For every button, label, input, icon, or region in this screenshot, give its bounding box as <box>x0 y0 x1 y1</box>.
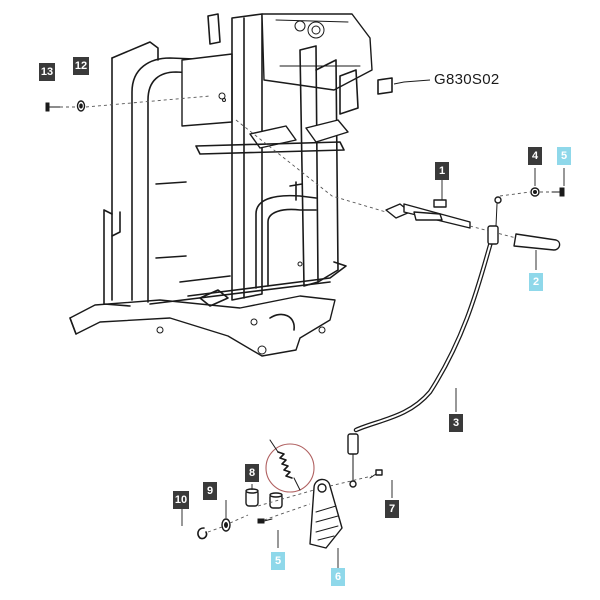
callout-5-bottom: 5 <box>271 552 285 570</box>
screw-5-top <box>551 187 565 197</box>
callout-10: 10 <box>173 491 189 509</box>
callout-5-top: 5 <box>557 147 571 165</box>
shift-lever-1 <box>385 199 471 229</box>
clip-10 <box>197 527 208 540</box>
pin-7 <box>369 469 383 479</box>
callout-7: 7 <box>385 500 399 518</box>
model-code-label: G830S02 <box>434 71 500 88</box>
washer-12 <box>76 100 86 112</box>
callout-12: 12 <box>73 57 89 75</box>
screw-13 <box>45 102 61 112</box>
pedal-arm-6 <box>309 478 343 549</box>
callout-2: 2 <box>529 273 543 291</box>
spring-highlight-circle <box>265 443 315 493</box>
callout-8: 8 <box>245 464 259 482</box>
spring <box>269 439 301 491</box>
control-bracket-frame <box>69 13 393 357</box>
knob-2 <box>513 233 561 251</box>
callout-3: 3 <box>449 414 463 432</box>
washer-9 <box>221 518 231 532</box>
callout-4: 4 <box>528 147 542 165</box>
callout-9: 9 <box>203 482 217 500</box>
callout-13: 13 <box>39 63 55 81</box>
control-cable-3 <box>347 196 502 488</box>
bushing-8a <box>245 488 259 507</box>
nut-4 <box>530 187 540 197</box>
callout-6: 6 <box>331 568 345 586</box>
screw-5-bottom <box>257 518 273 524</box>
callout-1: 1 <box>435 162 449 180</box>
